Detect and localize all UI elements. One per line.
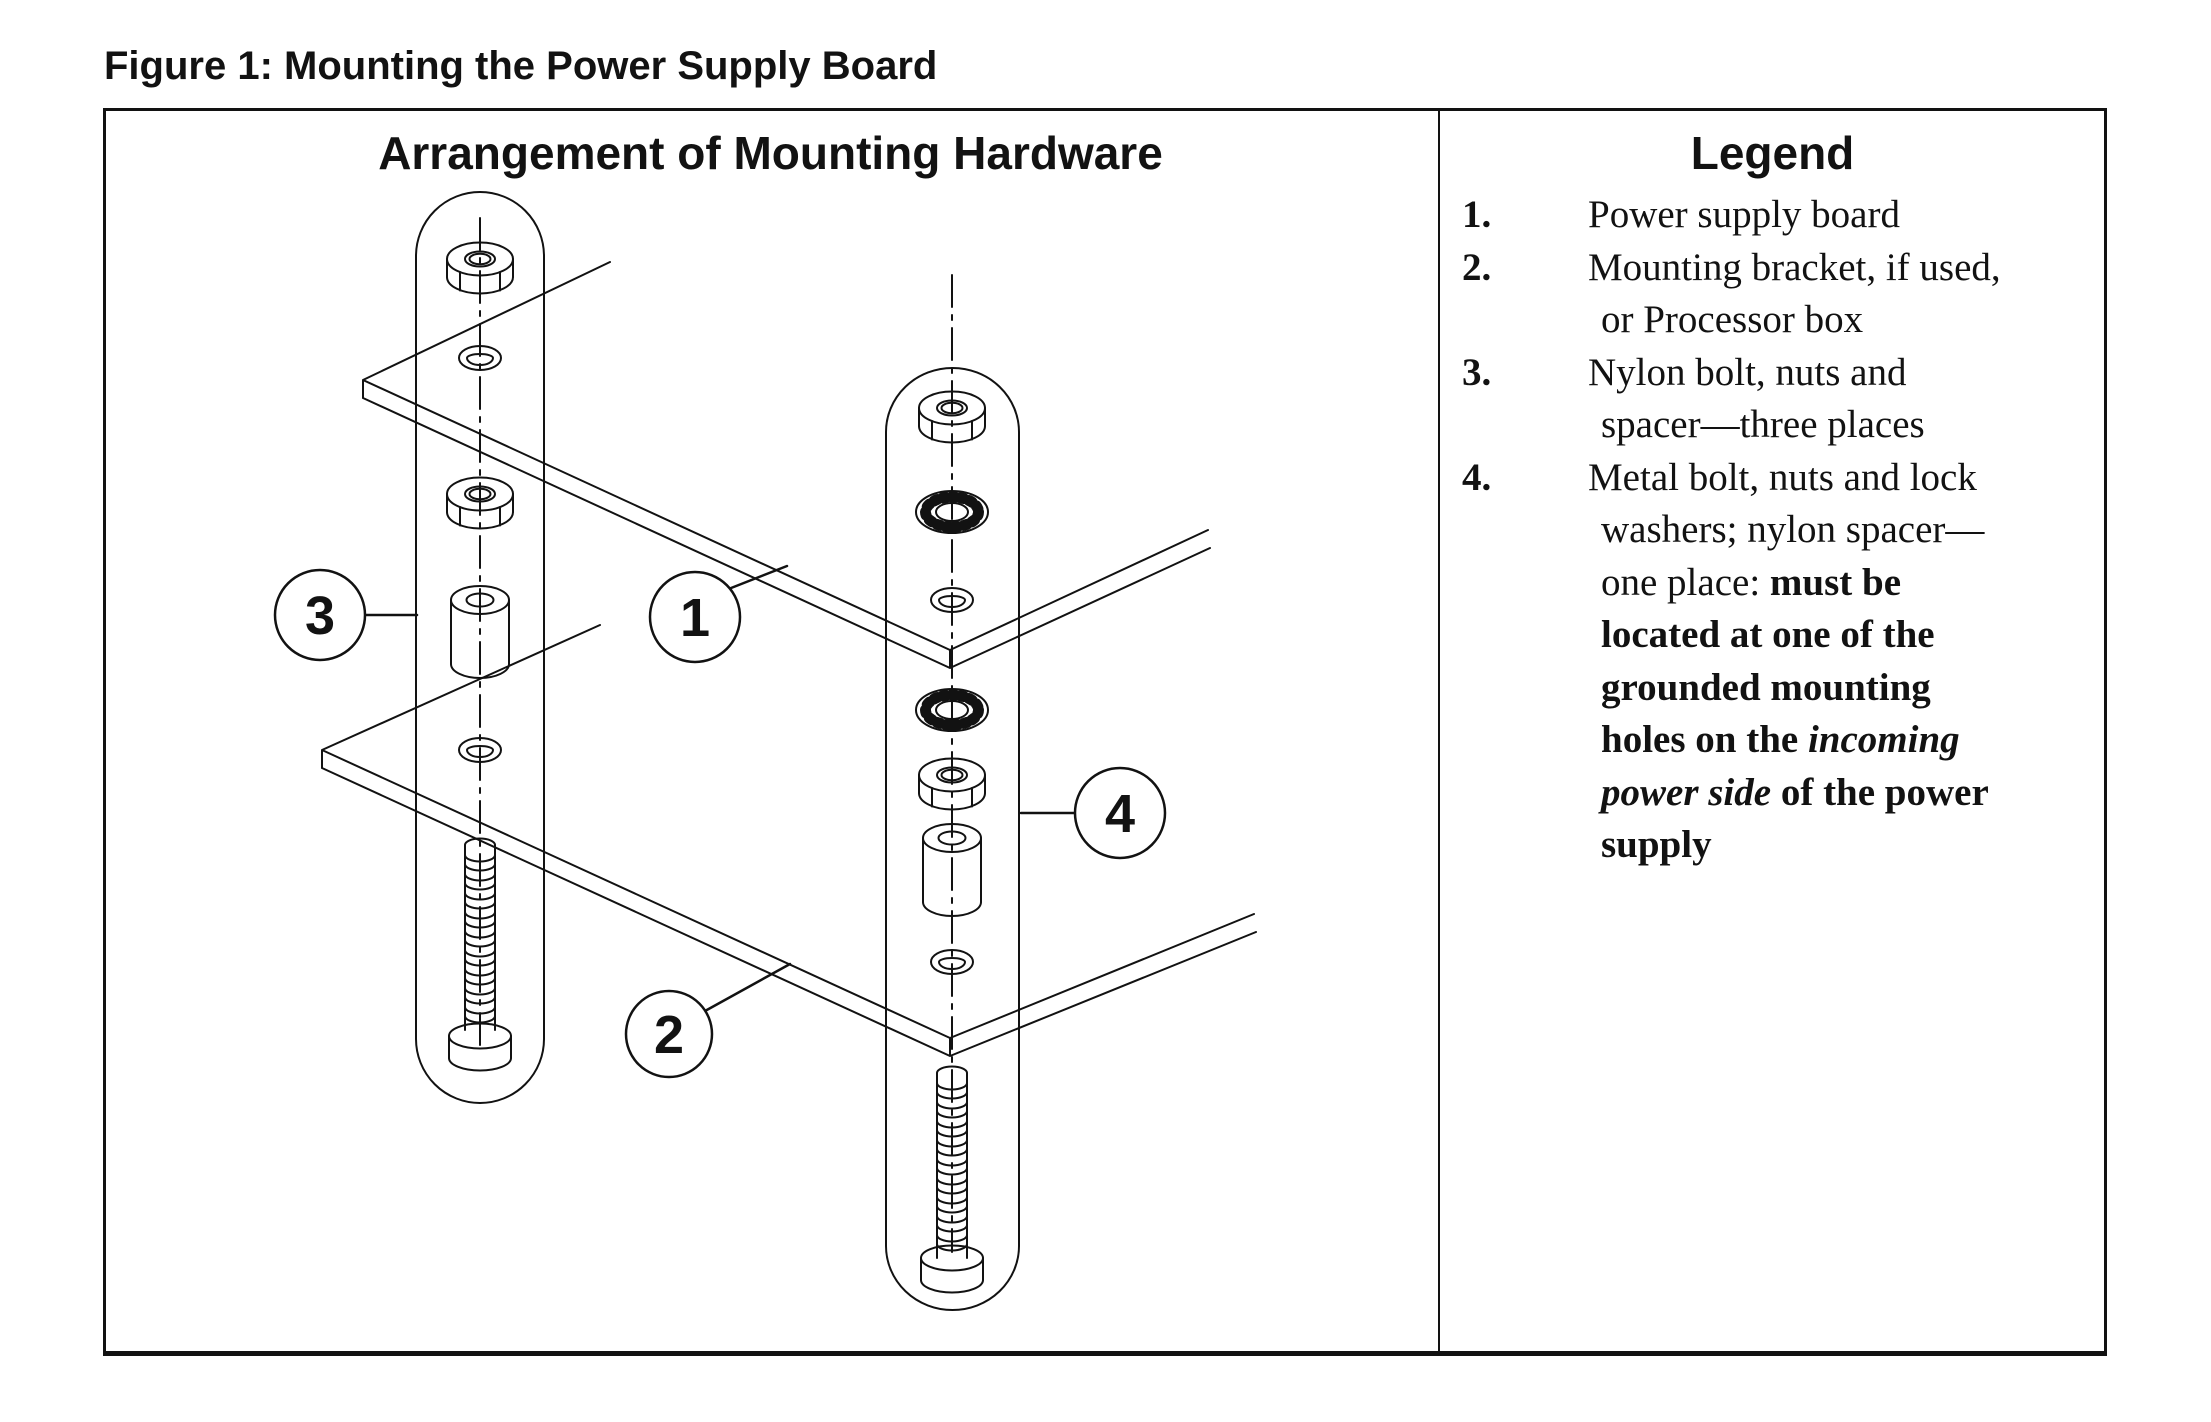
legend-item-line: grounded mounting — [1601, 665, 1931, 709]
clearance-capsule — [885, 367, 1020, 1311]
legend-item: 2. Mounting bracket, if used, or Processor… — [1452, 242, 2100, 347]
legend-panel-heading: Legend — [1690, 127, 1855, 179]
callout-1: 1 — [648, 564, 789, 664]
callout-2-label: 2 — [654, 1005, 684, 1065]
legend-item-line: spacer—three places — [1601, 403, 1925, 446]
legend-item-line: washers; nylon spacer— — [1601, 508, 1985, 551]
legend-item-number: 2. — [1462, 245, 1492, 289]
callout-3-bubble — [273, 568, 367, 662]
legend-item-line: or Processor box — [1601, 298, 1864, 341]
callout-2-leader — [703, 962, 792, 1013]
bracket-plate-outline — [321, 624, 1257, 1057]
legend-item: 1. Power supply board — [1452, 189, 2100, 242]
metal-bolt-assembly — [885, 274, 1020, 1311]
callout-1-bubble — [648, 570, 742, 664]
callout-3-label: 3 — [305, 586, 335, 646]
callout-3: 3 — [273, 568, 419, 662]
callout-2: 2 — [624, 962, 792, 1079]
legend-item-line: Metal bolt, nuts and lock — [1588, 455, 1977, 499]
callout-4: 4 — [1019, 766, 1167, 860]
legend-item-line: located at one of the — [1601, 613, 1935, 656]
legend-item: 3. Nylon bolt, nuts and spacer—three place… — [1452, 347, 2100, 452]
figure-title: Figure 1: Mounting the Power Supply Boar… — [104, 44, 938, 88]
clearance-capsule — [415, 191, 545, 1104]
legend-list: 1. Power supply board 2. Mounting bracket, … — [1452, 189, 2100, 872]
legend-item-line: Mounting bracket, if used, — [1588, 245, 2001, 289]
legend-item-line: power side of the power — [1601, 770, 1989, 814]
legend-item-line: one place: must be — [1601, 560, 1902, 604]
legend-item-line: supply — [1601, 823, 1712, 866]
callout-4-label: 4 — [1105, 784, 1135, 844]
callout-1-leader — [724, 564, 789, 592]
figure-frame — [103, 108, 2107, 1356]
diagram-panel-heading: Arrangement of Mounting Hardware — [378, 127, 1163, 179]
legend-item-line: Nylon bolt, nuts and — [1588, 350, 1907, 394]
nylon-bolt-assembly — [415, 191, 545, 1104]
legend-item-number: 3. — [1462, 350, 1492, 394]
legend-item-line: holes on the incoming — [1601, 718, 1960, 761]
legend-item-number: 4. — [1462, 455, 1492, 499]
legend-item-number: 1. — [1462, 193, 1492, 236]
legend-item-line: Power supply board — [1588, 193, 1900, 236]
callout-2-bubble — [624, 989, 714, 1079]
callout-4-bubble — [1073, 766, 1167, 860]
panel-divider — [1438, 108, 1440, 1353]
board-plate-outline — [362, 261, 1211, 669]
callout-1-label: 1 — [680, 588, 710, 648]
legend-item: 4. Metal bolt, nuts and lock washers; nylo… — [1452, 452, 2100, 872]
